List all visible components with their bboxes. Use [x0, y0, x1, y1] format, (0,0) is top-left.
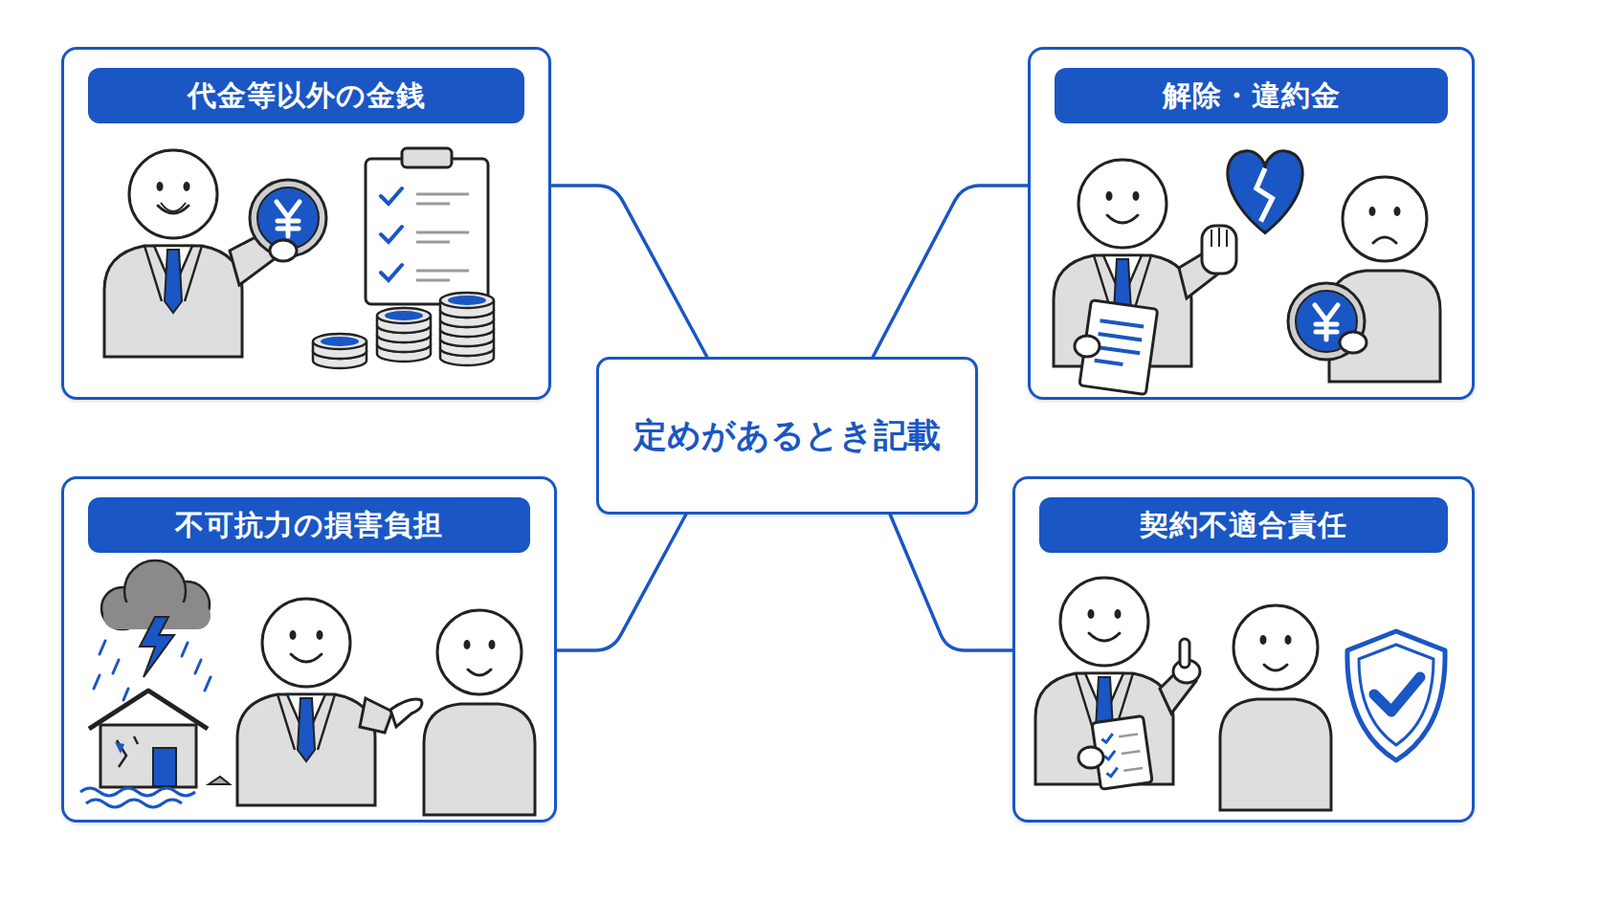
topic-panel: 契約不適合責任 — [1012, 476, 1475, 823]
panel-heading: 代金等以外の金銭 — [187, 76, 426, 116]
heading-band: 契約不適合責任 — [1039, 497, 1448, 554]
central-box: 定めがあるとき記載 — [596, 356, 978, 515]
illustration-part — [0, 0, 198, 14]
topic-panel: 解除・違約金 — [1027, 46, 1475, 400]
topic-panel: 代金等以外の金銭 — [61, 46, 552, 400]
heading-band: 解除・違約金 — [1054, 67, 1448, 124]
branch-connector — [872, 185, 1028, 357]
panel-heading: 不可抗力の損害負担 — [175, 506, 444, 546]
central-label: 定めがあるとき記載 — [633, 413, 941, 459]
heading-band: 代金等以外の金銭 — [88, 67, 525, 124]
branch-connector — [556, 514, 687, 651]
panel-heading: 契約不適合責任 — [1139, 506, 1348, 546]
topic-panel: 不可抗力の損害負担 — [61, 476, 557, 823]
panel-heading: 解除・違約金 — [1162, 76, 1341, 116]
branch-connector — [551, 185, 708, 357]
branch-connector — [889, 514, 1013, 651]
heading-band: 不可抗力の損害負担 — [88, 497, 531, 554]
